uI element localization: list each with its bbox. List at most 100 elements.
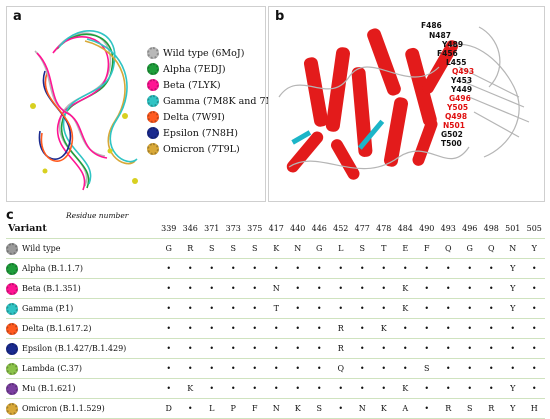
mutation-cell: N [287, 238, 309, 259]
mutation-cell: • [459, 278, 481, 299]
gear-icon [147, 79, 159, 91]
mutation-cell: • [437, 378, 459, 399]
mutation-cell: K [287, 398, 309, 419]
residue-column-header: 478 [373, 218, 395, 239]
mutation-cell: • [373, 378, 395, 399]
mutation-cell: K [373, 398, 395, 419]
panel-b: b F486 N487 Y489 F456 L455 Q493 [268, 6, 545, 202]
mutation-cell: • [523, 358, 545, 379]
mutation-cell: E [394, 238, 416, 259]
mutation-cell: • [330, 278, 352, 299]
mutation-cell: • [179, 338, 201, 359]
mutation-cell: K [394, 298, 416, 319]
mutation-cell: • [330, 378, 352, 399]
gear-icon [6, 282, 18, 295]
mutation-cell: • [179, 278, 201, 299]
mutation-cell: Q [437, 238, 459, 259]
mutation-cell: • [437, 258, 459, 279]
mutation-cell: • [201, 338, 223, 359]
mutation-cell: • [179, 298, 201, 319]
variant-cell: Beta (B.1.351) [6, 278, 158, 299]
mutation-cell: • [265, 258, 287, 279]
mutation-cell: Y [502, 278, 524, 299]
gear-icon [6, 322, 18, 335]
mutation-cell: • [244, 378, 266, 399]
panel-a-label: a [13, 9, 22, 24]
mutation-cell: N [265, 398, 287, 419]
variant-label: Alpha (B.1.1.7) [22, 264, 83, 273]
residue-label: Q493 [452, 67, 475, 76]
variant-cell: Gamma (P.1) [6, 298, 158, 319]
mutation-cell: • [201, 258, 223, 279]
mutation-cell: • [158, 298, 180, 319]
mutation-cell: Y [502, 258, 524, 279]
table-row: Gamma (P.1)•••••T•••••K••••Y• [6, 298, 545, 319]
mutation-cell: K [373, 318, 395, 339]
mutation-cell: • [437, 318, 459, 339]
variant-cell: Mu (B.1.621) [6, 378, 158, 399]
mutation-cell: • [222, 318, 244, 339]
legend-label: Wild type (6MoJ) [163, 47, 245, 59]
mutation-cell: S [222, 238, 244, 259]
residue-column-header: 477 [351, 218, 373, 239]
variant-cell: Lambda (C.37) [6, 358, 158, 379]
legend-item: Omicron (7T9L) [147, 141, 291, 157]
mutation-cell: L [330, 238, 352, 259]
mutation-cell: N [265, 278, 287, 299]
residue-column-header: 501 [502, 218, 524, 239]
ace2-rbd-complex-image [278, 26, 530, 180]
residue-label: G502 [441, 130, 463, 139]
table-row: Mu (B.1.621)•K•••••••••K••••Y• [6, 378, 545, 399]
mutation-cell: T [373, 238, 395, 259]
mutation-cell: • [373, 338, 395, 359]
mutation-cell: • [523, 378, 545, 399]
gear-icon [6, 362, 18, 375]
mutation-cell: • [502, 338, 524, 359]
residue-column-header: 498 [480, 218, 502, 239]
residue-column-header: 373 [222, 218, 244, 239]
mutation-cell: • [308, 298, 330, 319]
mutation-cell: • [158, 278, 180, 299]
mutation-cell: • [416, 318, 438, 339]
legend-label: Epsilon (7N8H) [163, 127, 238, 139]
table-row: Lambda (C.37)••••••••Q•••S••••• [6, 358, 545, 379]
legend-item: Gamma (7M8K and 7NXC) [147, 93, 291, 109]
legend-label: Beta (7LYK) [163, 79, 221, 91]
mutation-cell: Y [502, 398, 524, 419]
mutation-cell: • [222, 378, 244, 399]
mutation-cell: • [480, 258, 502, 279]
table-row: Delta (B.1.617.2)••••••••R•K••••••• [6, 318, 545, 339]
mutation-cell: G [158, 238, 180, 259]
mutation-cell: • [373, 258, 395, 279]
mutation-cell: • [394, 338, 416, 359]
residue-label: G496 [449, 94, 471, 103]
mutation-cell: • [523, 278, 545, 299]
legend-item: Delta (7W9I) [147, 109, 291, 125]
mutation-cell: • [351, 318, 373, 339]
mutation-cell: S [459, 398, 481, 419]
mutation-cell: • [265, 358, 287, 379]
residue-column-header: 440 [287, 218, 309, 239]
mutation-cell: • [416, 338, 438, 359]
gear-icon [6, 242, 18, 255]
mutation-cell: • [373, 278, 395, 299]
variant-label: Beta (B.1.351) [22, 284, 81, 293]
mutation-cell: • [265, 378, 287, 399]
mutation-cell: • [201, 318, 223, 339]
mutation-cell: • [394, 258, 416, 279]
table-row: Epsilon (B.1.427/B.1.429)••••••••R••••••… [6, 338, 545, 359]
mutation-cell: • [351, 378, 373, 399]
legend-label: Gamma (7M8K and 7NXC) [163, 95, 292, 107]
mutation-cell: • [459, 358, 481, 379]
residue-column-header: 452 [330, 218, 352, 239]
variant-cell: Delta (B.1.617.2) [6, 318, 158, 339]
mutation-cell: • [394, 318, 416, 339]
mutation-cell: K [179, 378, 201, 399]
residue-label: N501 [443, 121, 465, 130]
gear-icon [6, 342, 18, 355]
mutation-cell: F [416, 238, 438, 259]
mutation-cell: S [201, 238, 223, 259]
mutation-cell: • [244, 358, 266, 379]
